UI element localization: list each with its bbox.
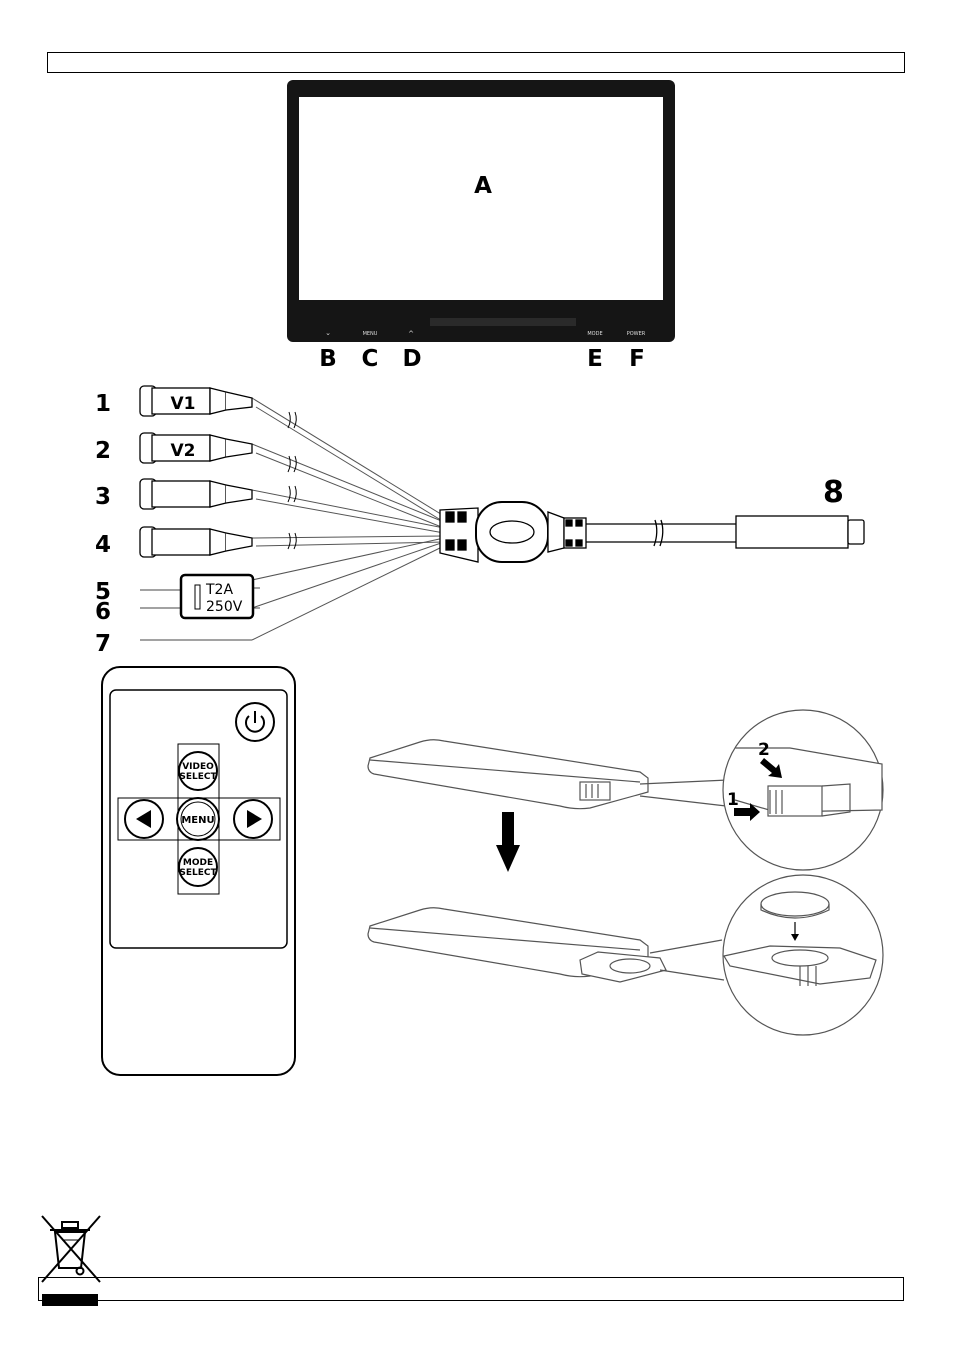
cable-harness: V1 V2 T2A 250V bbox=[139, 385, 865, 641]
cable-numbers: 1 2 3 4 5 6 7 8 bbox=[95, 391, 844, 657]
step-2-arrow bbox=[760, 758, 782, 778]
cable-number-7: 7 bbox=[95, 631, 111, 657]
menu-button bbox=[176, 797, 220, 841]
step-1-arrow bbox=[734, 803, 760, 821]
cable-hub bbox=[439, 501, 865, 563]
fuse-text-2: 250V bbox=[206, 599, 243, 615]
cable-number-3: 3 bbox=[95, 484, 111, 510]
button-label-b: B bbox=[319, 346, 337, 372]
video-select-text-1: VIDEO bbox=[182, 762, 214, 772]
bezel-mode-text: MODE bbox=[587, 331, 602, 337]
monitor-screen bbox=[299, 97, 663, 300]
button-label-d: D bbox=[402, 346, 421, 372]
cable-number-4: 4 bbox=[95, 532, 111, 558]
bezel-menu-text: MENU bbox=[363, 331, 378, 337]
mode-select-text-1: MODE bbox=[183, 858, 213, 868]
mode-select-button bbox=[178, 847, 218, 887]
menu-text: MENU bbox=[181, 815, 214, 826]
video-select-text-2: SELECT bbox=[179, 772, 217, 782]
right-arrow-icon bbox=[247, 810, 262, 828]
rca-plug-1 bbox=[139, 385, 253, 417]
cable-number-6: 6 bbox=[95, 599, 111, 625]
step-1-label: 1 bbox=[727, 790, 739, 810]
step-2-label: 2 bbox=[758, 740, 770, 760]
button-label-e: E bbox=[587, 346, 603, 372]
button-label-c: C bbox=[362, 346, 379, 372]
coin-battery bbox=[760, 891, 830, 917]
mode-select-text-2: SELECT bbox=[179, 868, 217, 878]
fuse-text-1: T2A bbox=[205, 582, 233, 598]
down-arrow bbox=[496, 812, 520, 872]
down-arrow-icon: ⌄ bbox=[325, 329, 331, 337]
wires bbox=[251, 397, 445, 641]
rca-plug-2 bbox=[139, 432, 253, 464]
connector-number-8: 8 bbox=[823, 475, 844, 510]
cable-number-1: 1 bbox=[95, 391, 111, 417]
remote-control: VIDEO SELECT MENU MODE SELECT bbox=[101, 666, 296, 1076]
break-marks bbox=[287, 411, 297, 550]
monitor-figure: A ⌄ MENU ^ MODE POWER B C D E F bbox=[287, 80, 675, 372]
plug-v1-text: V1 bbox=[171, 394, 196, 414]
footer-bar bbox=[38, 1277, 904, 1301]
battery-diagram: 1 2 bbox=[367, 709, 884, 1036]
screen-label: A bbox=[474, 173, 492, 199]
header-bar bbox=[47, 52, 905, 73]
power-icon bbox=[245, 715, 265, 733]
rca-plug-4 bbox=[139, 526, 253, 558]
cable-number-2: 2 bbox=[95, 438, 111, 464]
up-arrow-icon: ^ bbox=[408, 330, 414, 338]
video-select-button bbox=[178, 751, 218, 791]
left-arrow-icon bbox=[136, 810, 151, 828]
plug-v2-text: V2 bbox=[171, 441, 196, 461]
rca-plug-3 bbox=[139, 478, 253, 510]
button-label-f: F bbox=[629, 346, 645, 372]
power-button bbox=[235, 702, 275, 742]
cable-number-5: 5 bbox=[95, 579, 111, 605]
bezel-power-text: POWER bbox=[627, 331, 646, 337]
